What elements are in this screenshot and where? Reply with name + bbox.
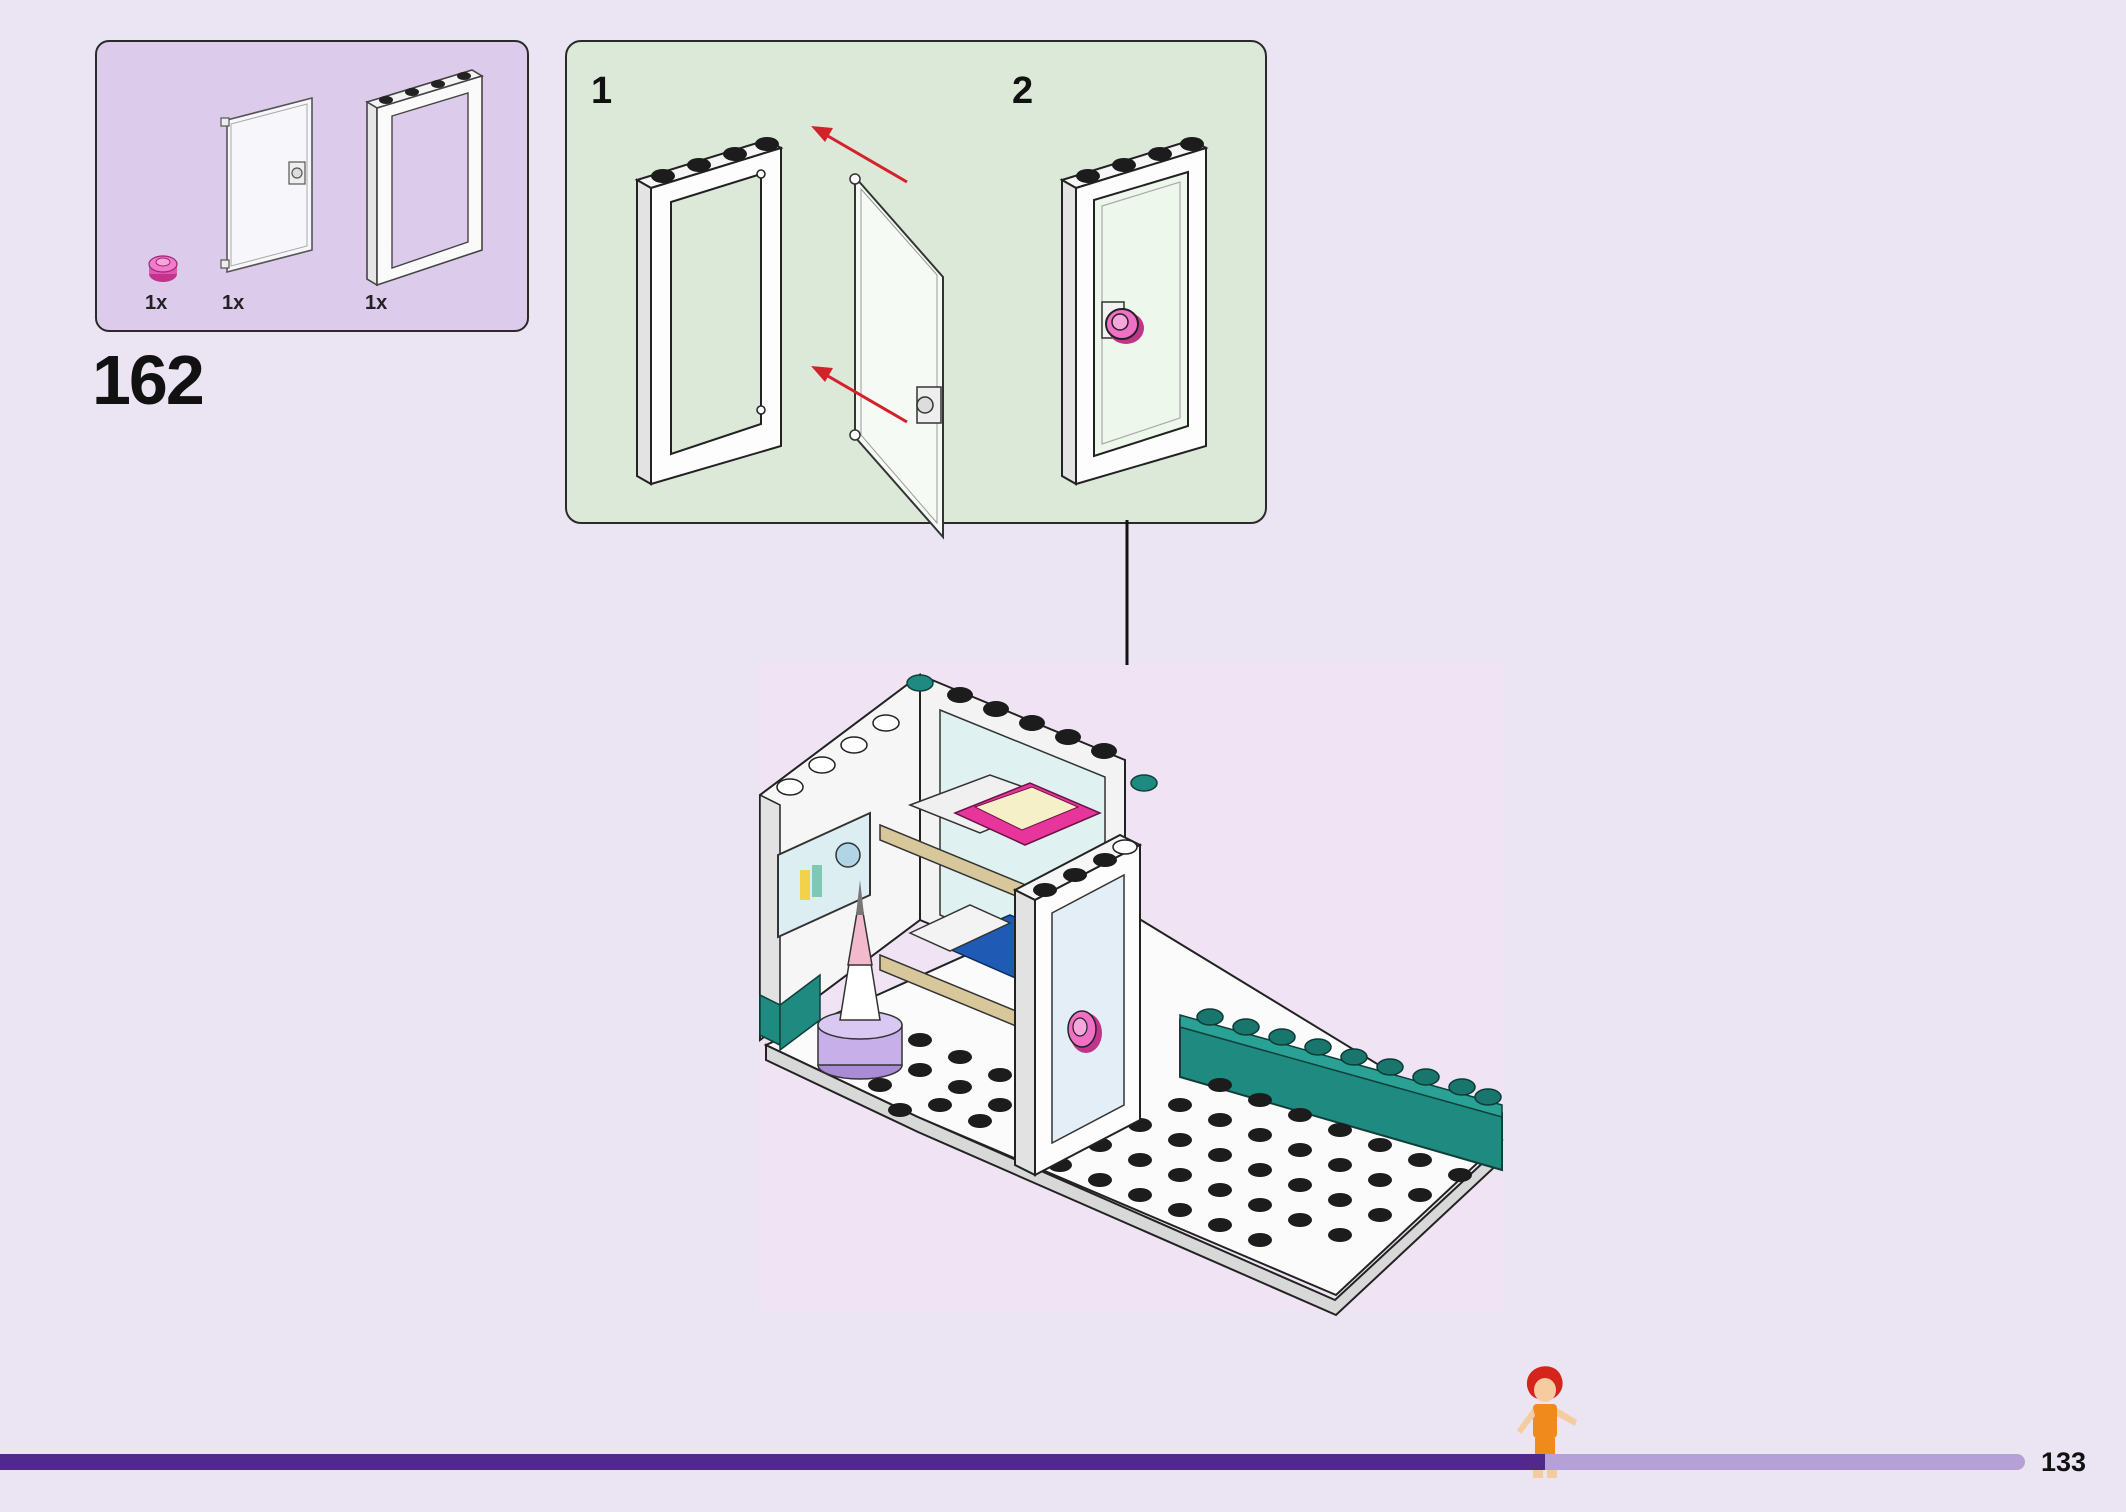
step-number: 162 (92, 341, 205, 419)
part-qty: 1x (145, 292, 168, 314)
parts-list-box: 1x 1x 1x (95, 40, 529, 332)
substep-label: 1 (591, 70, 613, 112)
door-frame-icon (365, 69, 484, 287)
door-panel-illustration (849, 173, 944, 540)
minifigure-icon (1517, 1366, 1577, 1478)
substep-label: 2 (1012, 70, 1034, 112)
door-frame-illustration (634, 137, 784, 486)
door-panel-icon (220, 96, 313, 274)
red-arrow-icon (811, 366, 908, 424)
pink-round-plate-icon (148, 255, 178, 282)
part-qty: 1x (365, 292, 388, 314)
progress-bar-done (0, 1454, 1545, 1470)
progress-bar-remaining (1545, 1454, 2025, 1470)
part-qty: 1x (222, 292, 245, 314)
page-number: 133 (2040, 1447, 2086, 1477)
red-arrow-icon (811, 126, 908, 184)
assembled-door-illustration (1059, 137, 1209, 486)
substep-box: 1 2 (565, 40, 1267, 540)
bedroom-model-illustration (759, 673, 1504, 1317)
